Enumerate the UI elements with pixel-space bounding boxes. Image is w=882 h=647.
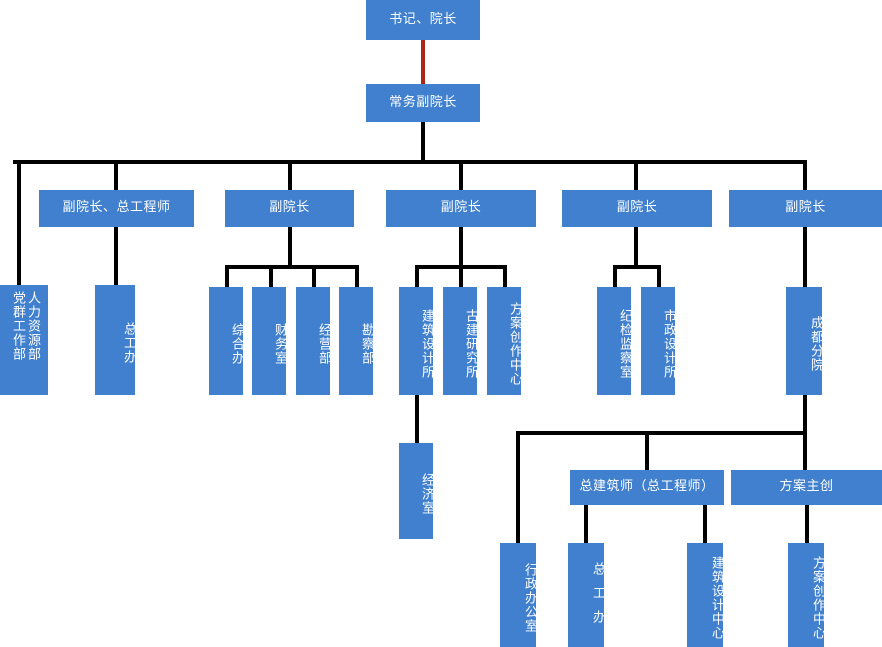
node-vp-3[interactable]: 副院长 bbox=[386, 190, 536, 227]
connector-vp3-leg-1 bbox=[415, 265, 419, 287]
connector-archdesign-to-economics bbox=[415, 395, 419, 443]
node-chief-architect[interactable]: 总建筑师（总工程师） bbox=[570, 470, 724, 505]
node-chief-engineer-office[interactable]: 总工办 bbox=[95, 285, 136, 395]
connector-vp2-leg-2 bbox=[269, 265, 273, 287]
connector-vp2-leg-4 bbox=[355, 265, 359, 287]
connector-chengdu-leg-scheme-lead bbox=[803, 431, 807, 470]
connector-main-bus bbox=[13, 160, 807, 164]
node-architectural-design-institute[interactable]: 建筑设计所 bbox=[399, 287, 434, 395]
node-secretary-president[interactable]: 书记、院长 bbox=[366, 0, 480, 40]
connector-vp4-leg-2 bbox=[657, 265, 661, 287]
node-vp-5[interactable]: 副院长 bbox=[729, 190, 882, 227]
connector-vp2-stem bbox=[288, 227, 292, 267]
connector-vp4-bus bbox=[613, 265, 661, 269]
node-party-department-label: 党群工作部 bbox=[10, 291, 25, 361]
connector-vp3-stem bbox=[459, 227, 463, 267]
connector-vp1-stem bbox=[114, 227, 118, 287]
connector-chiefarchitect-leg-office bbox=[584, 505, 588, 543]
node-survey-department[interactable]: 勘察部 bbox=[339, 287, 374, 395]
node-discipline-inspection-office[interactable]: 纪检监察室 bbox=[597, 287, 632, 395]
node-finance-office[interactable]: 财务室 bbox=[252, 287, 287, 395]
connector-vp5-stem bbox=[803, 227, 807, 287]
node-chief-engineer-office-branch[interactable]: 总工办 bbox=[568, 543, 605, 647]
node-ancient-architecture-institute[interactable]: 古建研究所 bbox=[443, 287, 478, 395]
connector-bus-leg-far-left bbox=[17, 160, 21, 287]
node-executive-vice-president[interactable]: 常务副院长 bbox=[366, 84, 480, 122]
connector-chengdu-leg-admin bbox=[516, 431, 520, 543]
connector-bus-leg-vp1 bbox=[114, 160, 118, 190]
connector-chengdu-stem bbox=[803, 395, 807, 435]
connector-vp3-leg-3 bbox=[503, 265, 507, 287]
node-vp-2[interactable]: 副院长 bbox=[225, 190, 354, 227]
node-economics-office[interactable]: 经济室 bbox=[399, 443, 434, 539]
connector-bus-leg-vp3 bbox=[459, 160, 463, 190]
node-general-office[interactable]: 综合办 bbox=[209, 287, 244, 395]
connector-vp4-stem bbox=[634, 227, 638, 267]
connector-chengdu-leg-chief-architect bbox=[645, 431, 649, 470]
connector-vp2-leg-1 bbox=[225, 265, 229, 287]
node-vp-chief-engineer[interactable]: 副院长、总工程师 bbox=[39, 190, 194, 227]
node-scheme-creation-center-branch[interactable]: 方案创作中心 bbox=[788, 543, 825, 647]
connector-vp4-leg-1 bbox=[613, 265, 617, 287]
node-vp-4[interactable]: 副院长 bbox=[562, 190, 712, 227]
node-party-hr-department[interactable]: 党群工作部 人力资源部 bbox=[0, 285, 48, 395]
connector-top-to-exec bbox=[421, 40, 425, 84]
connector-bus-leg-vp5 bbox=[803, 160, 807, 190]
connector-schemelead-leg-center bbox=[805, 505, 809, 543]
connector-exec-stem bbox=[421, 122, 425, 162]
node-architectural-design-center[interactable]: 建筑设计中心 bbox=[687, 543, 724, 647]
node-business-department[interactable]: 经营部 bbox=[296, 287, 331, 395]
connector-bus-leg-vp2 bbox=[288, 160, 292, 190]
node-administrative-office[interactable]: 行政办公室 bbox=[500, 543, 537, 647]
node-municipal-design-institute[interactable]: 市政设计所 bbox=[641, 287, 676, 395]
connector-vp3-leg-2 bbox=[459, 265, 463, 287]
connector-vp2-bus bbox=[225, 265, 359, 269]
connector-vp2-leg-3 bbox=[312, 265, 316, 287]
connector-chengdu-bus bbox=[516, 431, 807, 435]
connector-bus-leg-vp4 bbox=[634, 160, 638, 190]
node-chengdu-branch[interactable]: 成都分院 bbox=[786, 287, 823, 395]
node-scheme-creation-center[interactable]: 方案创作中心 bbox=[487, 287, 522, 395]
connector-chiefarchitect-leg-design-center bbox=[703, 505, 707, 543]
node-hr-department-label: 人力资源部 bbox=[24, 291, 40, 361]
node-scheme-lead[interactable]: 方案主创 bbox=[731, 470, 882, 505]
